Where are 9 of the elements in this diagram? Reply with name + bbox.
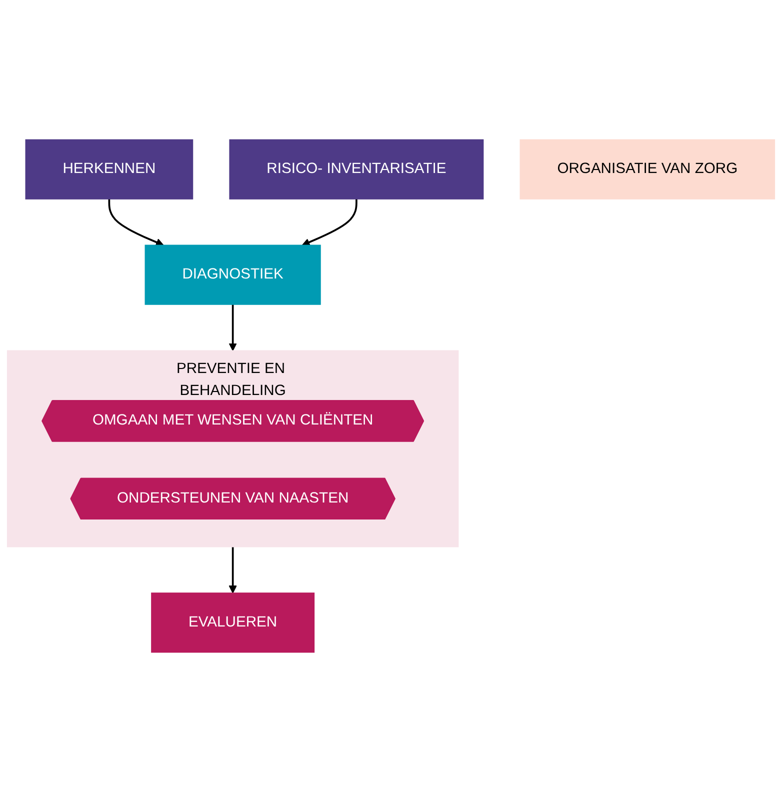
- arrow: [108, 198, 164, 246]
- node-box: ORGANISATIE VAN ZORG: [520, 139, 776, 200]
- arrow: [302, 198, 358, 246]
- node-box: RISICO- INVENTARISATIE: [229, 139, 484, 200]
- node-box: HERKENNEN: [25, 139, 194, 200]
- arrow: [228, 304, 237, 352]
- arrow: [228, 546, 237, 594]
- node-box: EVALUEREN: [151, 592, 315, 653]
- node-box: DIAGNOSTIEK: [144, 244, 321, 305]
